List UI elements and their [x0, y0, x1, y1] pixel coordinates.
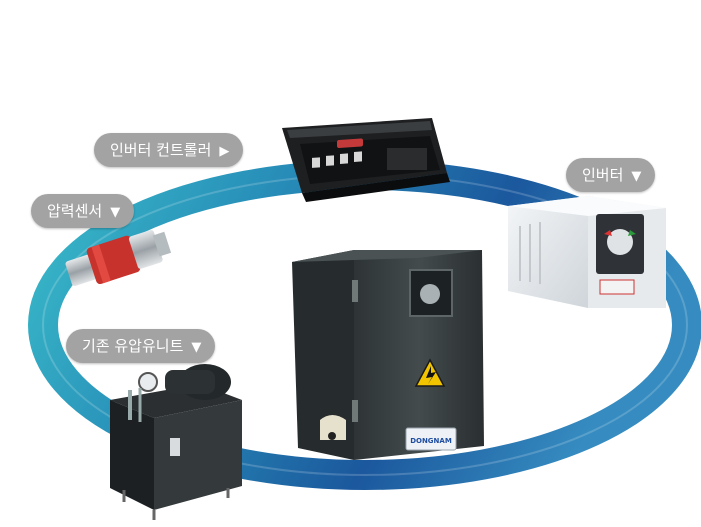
right-arrow-icon: ▶: [219, 144, 230, 159]
down-arrow-icon: ▼: [110, 205, 121, 220]
label-hydraulic-unit[interactable]: 기존 유압유니트 ▼: [66, 329, 216, 363]
hydraulic-unit-device: [110, 364, 242, 520]
down-arrow-icon: ▼: [631, 169, 642, 184]
label-hydraulic-unit-text: 기존 유압유니트: [82, 337, 184, 355]
label-inverter-text: 인버터: [582, 166, 624, 184]
brand-badge: DONGNAM: [410, 437, 452, 445]
label-pressure-sensor-text: 압력센서: [47, 202, 103, 220]
inverter-controller-device: [282, 118, 450, 202]
label-pressure-sensor[interactable]: 압력센서 ▼: [31, 194, 135, 228]
inverter-device: [508, 196, 666, 308]
down-arrow-icon: ▼: [191, 340, 202, 355]
control-enclosure-device: DONGNAM: [292, 250, 484, 460]
label-inverter-controller-text: 인버터 컨트롤러: [110, 141, 212, 159]
pressure-sensor-device: [65, 229, 172, 286]
label-inverter[interactable]: 인버터 ▼: [566, 158, 656, 192]
label-inverter-controller[interactable]: 인버터 컨트롤러 ▶: [94, 133, 244, 167]
